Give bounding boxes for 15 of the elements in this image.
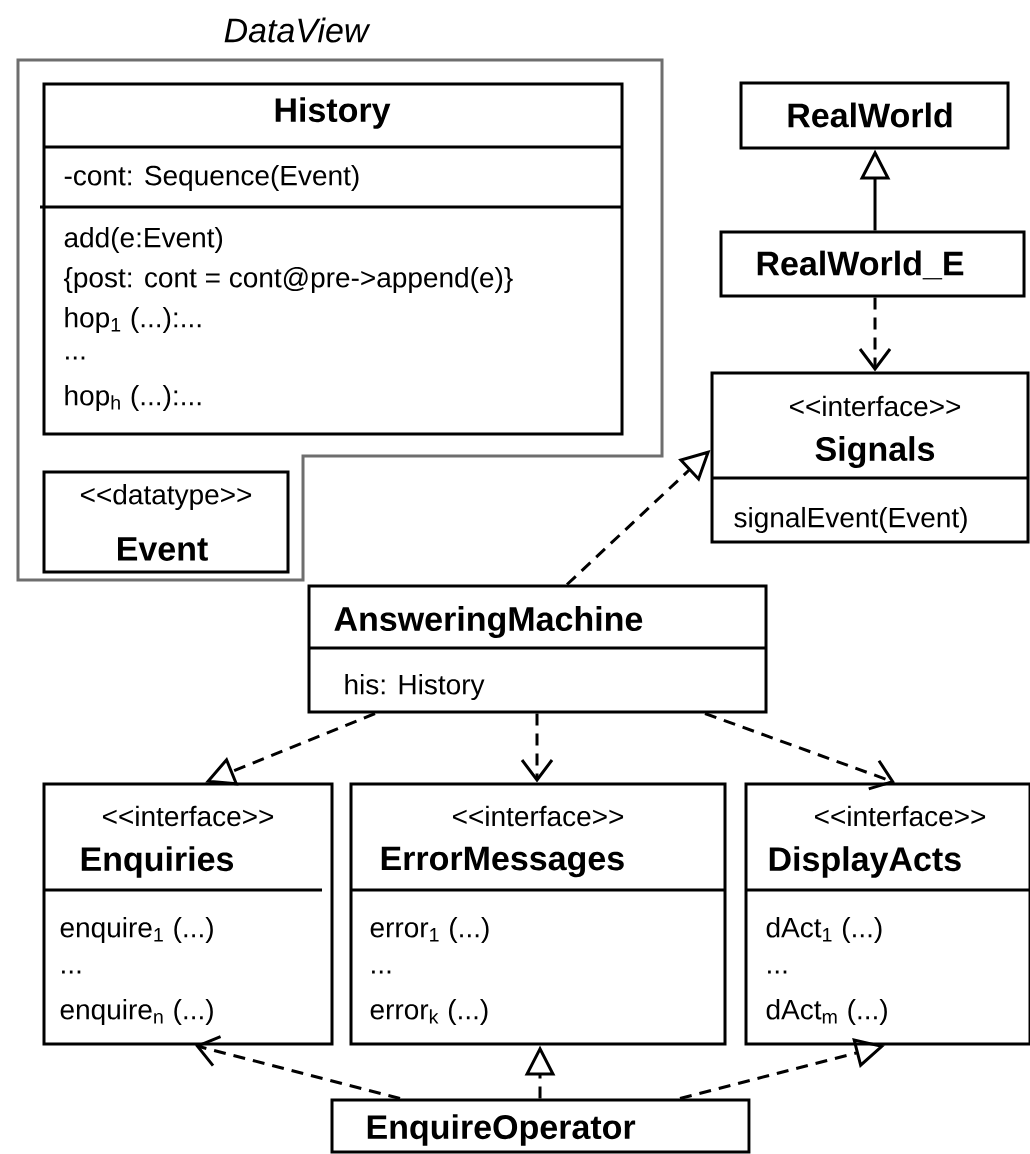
class-box: <<datatype>> Event [42, 470, 290, 574]
class-box: <<interface>> DisplayActs dAct$_{1}$ (...) ... dAct$_{m}$ (...) [744, 782, 1030, 1046]
node-label: DataView [224, 17, 371, 43]
class-box: <<interface>> Signals signalEvent(Event) [710, 371, 1030, 544]
arrow [858, 297, 892, 372]
class-box: RealWorld [739, 81, 1010, 150]
class-box: <<interface>> Enquiries enquire$_{1}$ (...) ... enquire$_{n}$ (...) [42, 782, 334, 1046]
arrow [704, 712, 895, 791]
class-box: EnquireOperator [330, 1098, 751, 1154]
class-box: <<interface>> ErrorMessages error$_{1}$ (...) ... error$_{k}$ (...) [349, 782, 727, 1046]
class-box: AnsweringMachine his: History [307, 584, 768, 714]
arrow [520, 713, 554, 783]
arrow [195, 1035, 401, 1100]
class-box: History -cont: Sequence(Event) add(e:Event) {post: cont = cont@pre->append(e)} hop$_{1}$ (...):... ... hop$_{h}$ (...):... [40, 82, 624, 436]
class-box: RealWorld_E [719, 230, 1026, 298]
